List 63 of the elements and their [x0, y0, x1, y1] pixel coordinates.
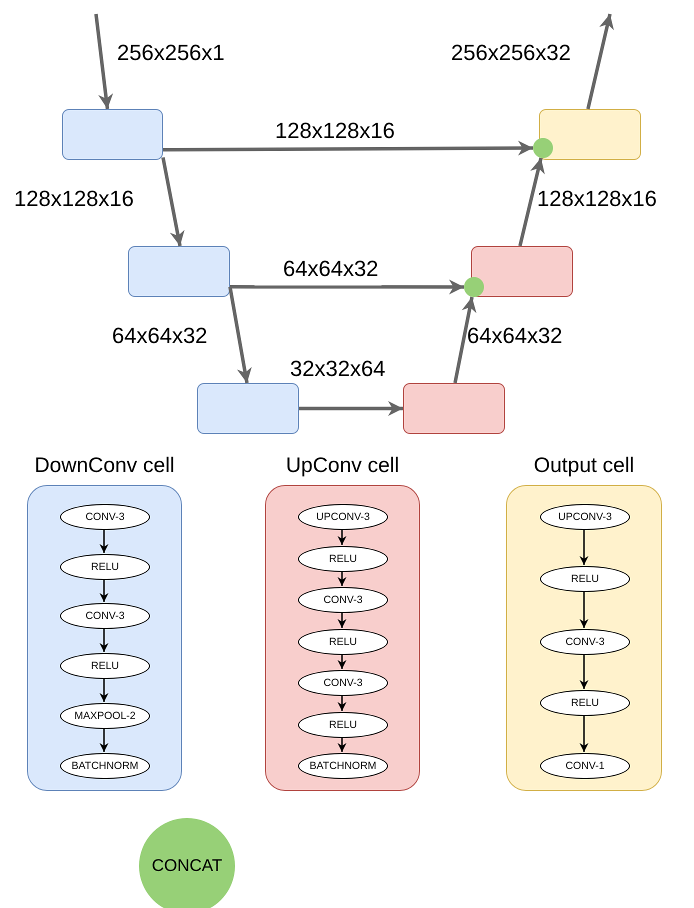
- layer-ellipse: RELU: [540, 566, 630, 592]
- layer-ellipse: CONV-3: [540, 629, 630, 655]
- edge-label: 64x64x32: [467, 325, 562, 347]
- cell-heading: Output cell: [532, 454, 636, 478]
- layer-ellipse: RELU: [298, 546, 388, 572]
- arrow: [230, 279, 464, 294]
- layer-ellipse: BATCHNORM: [298, 753, 388, 779]
- layer-ellipse: MAXPOOL-2: [60, 703, 150, 729]
- edge-label: 256x256x32: [451, 42, 571, 64]
- layer-ellipse: BATCHNORM: [60, 753, 150, 779]
- block-box: [539, 109, 641, 160]
- arrow: [338, 654, 346, 669]
- arrow: [338, 695, 346, 711]
- arrow: [100, 728, 108, 752]
- block-box: [471, 246, 573, 297]
- edge-label: 64x64x32: [112, 325, 208, 347]
- arrow: [228, 286, 252, 384]
- edge-label: 64x64x32: [283, 258, 378, 280]
- edge-label: 128x128x16: [14, 188, 134, 210]
- arrow: [586, 14, 614, 110]
- layer-ellipse: CONV-3: [298, 670, 388, 696]
- arrow: [100, 678, 108, 702]
- layer-ellipse: RELU: [298, 629, 388, 655]
- block-box: [403, 383, 505, 434]
- arrow: [100, 529, 108, 553]
- block-box: [128, 246, 230, 297]
- layer-ellipse: UPCONV-3: [298, 504, 388, 530]
- arrow: [161, 157, 185, 246]
- cell-heading: UpConv cell: [284, 454, 400, 478]
- layer-ellipse: RELU: [60, 554, 150, 580]
- block-box: [62, 109, 163, 160]
- arrow: [163, 140, 533, 156]
- arrow: [338, 571, 346, 586]
- layer-ellipse: CONV-1: [540, 753, 630, 779]
- layer-ellipse: UPCONV-3: [540, 504, 630, 530]
- layer-ellipse: CONV-3: [60, 504, 150, 530]
- edge-label: 256x256x1: [117, 42, 225, 64]
- arrow: [580, 529, 588, 565]
- block-box: [197, 383, 299, 434]
- concat-dot: [533, 138, 553, 158]
- arrow: [299, 401, 403, 416]
- arrow: [100, 579, 108, 602]
- edge-label: 128x128x16: [275, 120, 395, 142]
- layer-ellipse: RELU: [60, 653, 150, 679]
- concat-dot: [464, 277, 484, 297]
- arrow: [94, 14, 114, 110]
- edge-label: 128x128x16: [537, 188, 657, 210]
- layer-ellipse: RELU: [540, 690, 630, 716]
- arrow: [100, 628, 108, 652]
- arrow: [580, 591, 588, 628]
- concat-circle: CONCAT: [139, 818, 235, 908]
- arrow: [338, 529, 346, 545]
- arrow: [453, 296, 476, 384]
- arrow: [580, 715, 588, 752]
- layer-ellipse: RELU: [298, 712, 388, 738]
- arrow: [338, 737, 346, 752]
- arrow: [518, 158, 545, 246]
- cell-heading: DownConv cell: [33, 454, 176, 478]
- layer-ellipse: CONV-3: [60, 603, 150, 629]
- arrow: [580, 654, 588, 689]
- edge-label: 32x32x64: [290, 358, 386, 380]
- layer-ellipse: CONV-3: [298, 587, 388, 613]
- arrow: [338, 612, 346, 628]
